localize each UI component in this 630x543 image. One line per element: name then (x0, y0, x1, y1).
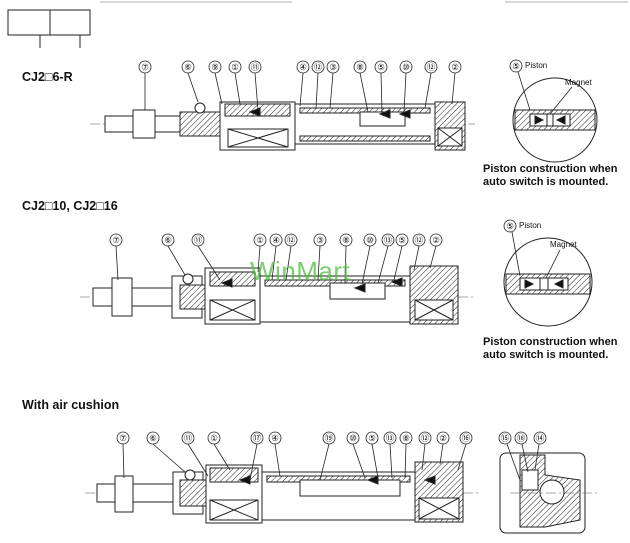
callout-5: ⑤ (368, 433, 376, 443)
detail-caption-2-line1: Piston construction when (483, 336, 618, 348)
callout-2: ② (451, 62, 459, 72)
callout-9: ⑨ (211, 62, 219, 72)
callout-16: ⑯ (462, 433, 471, 443)
cylinder-drawing-3 (85, 461, 480, 524)
magnet-label-1: Magnet (565, 78, 592, 87)
callout-3: ③ (316, 235, 324, 245)
piston-label-2: Piston (519, 221, 542, 230)
callout-13: ⑬ (384, 235, 393, 245)
watermark: WinMart (250, 256, 351, 286)
cushion-detail (498, 431, 600, 534)
callout-10: ⑩ (402, 62, 410, 72)
callout-15: ⑮ (501, 433, 510, 443)
callout-1: ① (210, 433, 218, 443)
piston-detail-1 (509, 59, 598, 163)
callout-13: ⑬ (386, 433, 395, 443)
callout-12: ⑫ (287, 235, 296, 245)
callout-12b: ⑫ (427, 62, 436, 72)
callout-6: ⑥ (149, 433, 157, 443)
callouts-1 (138, 60, 462, 113)
cylinder-drawing-1 (90, 101, 475, 151)
piston-detail-2 (503, 219, 593, 327)
detail-caption-1-line1: Piston construction when (483, 163, 618, 175)
callout-8: ⑧ (402, 433, 410, 443)
callout-labels-3: ⑦ ⑥ ⑪ ① ⑰ ④ ⑲ ⑩ ⑤ ⑬ ⑧ ⑫ ② ⑯ (119, 433, 471, 443)
callouts-2 (109, 233, 443, 285)
callout-8: ⑧ (356, 62, 364, 72)
detail-callout-5: ⑤ (512, 61, 520, 71)
callout-6: ⑥ (164, 235, 172, 245)
cylinder-drawing-2 (80, 265, 475, 325)
callout-3: ③ (329, 62, 337, 72)
callout-1: ① (256, 235, 264, 245)
callout-2: ② (439, 433, 447, 443)
callout-4: ④ (271, 433, 279, 443)
section-title-air-cushion: With air cushion (22, 398, 120, 412)
callout-14: ⑭ (536, 433, 545, 443)
callout-18: ⑱ (517, 433, 526, 443)
callout-5: ⑤ (377, 62, 385, 72)
callout-4: ④ (272, 235, 280, 245)
piston-label-1: Piston (525, 61, 548, 70)
callout-19: ⑲ (325, 433, 334, 443)
magnet-label-2: Magnet (550, 240, 577, 249)
callout-11: ⑪ (251, 62, 260, 72)
callout-7: ⑦ (141, 62, 149, 72)
callout-11: ⑪ (184, 433, 193, 443)
section-title-cj2-10-16: CJ2□10, CJ2□16 (22, 199, 118, 213)
callout-7: ⑦ (112, 235, 120, 245)
callout-17: ⑰ (253, 433, 262, 443)
callout-11: ⑪ (194, 235, 203, 245)
callout-12: ⑫ (421, 433, 430, 443)
callout-6: ⑥ (184, 62, 192, 72)
detail-callout-5: ⑤ (506, 221, 514, 231)
callout-10: ⑩ (349, 433, 357, 443)
detail-caption-1-line2: auto switch is mounted. (483, 176, 609, 188)
callouts-3 (116, 431, 473, 481)
callout-5: ⑤ (398, 235, 406, 245)
callout-labels-1: ⑦ ⑥ ⑨ ① ⑪ ④ ⑫ ③ ⑧ ⑤ ⑩ ⑫ ② (141, 62, 459, 72)
callout-labels-2: ⑦ ⑥ ⑪ ① ④ ⑫ ③ ⑧ ⑩ ⑬ ⑤ ⑫ ② (112, 235, 440, 245)
callout-2: ② (432, 235, 440, 245)
section-title-cj2-6r: CJ2□6-R (22, 70, 73, 84)
detail-caption-2-line2: auto switch is mounted. (483, 349, 609, 361)
cushion-detail-labels: ⑮ ⑱ ⑭ (501, 433, 545, 443)
callout-7: ⑦ (119, 433, 127, 443)
callout-10: ⑩ (366, 235, 374, 245)
callout-4: ④ (299, 62, 307, 72)
callout-8: ⑧ (342, 235, 350, 245)
callout-1: ① (231, 62, 239, 72)
cylinder-symbol (7, 9, 91, 48)
callout-12b: ⑫ (415, 235, 424, 245)
callout-12: ⑫ (314, 62, 323, 72)
